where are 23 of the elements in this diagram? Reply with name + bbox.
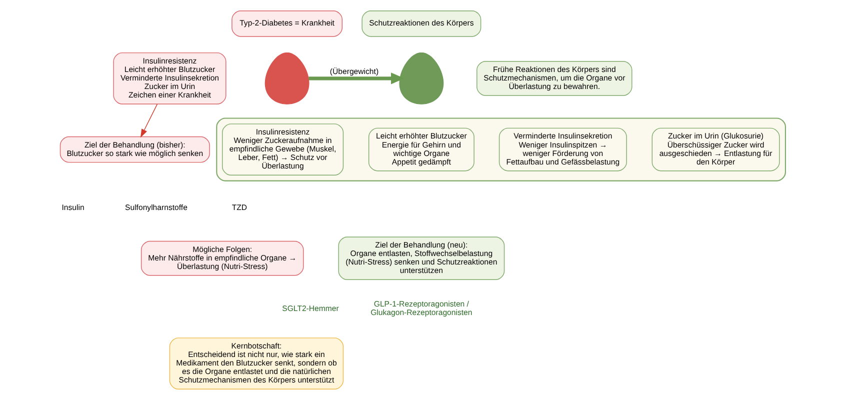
node-person [264,52,310,104]
node-box: Leicht erhöhter Blutzucker Energie für Gehirn und wichtige Organe Appetit gedämpft [368,128,474,172]
arrow [308,72,404,84]
node-box: Ziel der Behandlung (bisher): Blutzucker so stark wie möglich senken [60,136,210,163]
arrow [140,104,158,138]
label: TZD [232,202,248,212]
label: SGLT2-Hemmer [282,304,339,313]
node-box: Ziel der Behandlung (neu): Organe entlasten, Stoffwechselbelastung (Nutri-Stress) senken und Schutzreaktionen unterstützen [338,236,505,280]
node-box: Kernbotschaft: Entscheidend ist nicht nur, wie stark ein Medikament den Blutzucker senkt, sondern ob es die Organe entlastet und die natürlichen Schutzmechanismen des Körpers unterstützt [169,338,344,390]
node-box: Frühe Reaktionen des Körpers sind Schutzmechanismen, um die Organe vor Überlastung zu bewahren. [476,61,632,96]
label: Sulfonylharnstoffe [125,202,188,212]
node-box: Verminderte Insulinsekretion Weniger Insulinspitzen → weniger Förderung von Fettaufbau und Gefässbelastung [498,128,627,172]
cluster [216,118,786,182]
node-box: Insulinresistenz Leicht erhöhter Blutzucker Verminderte Insulinsekretion Zucker im Urin Zeichen einer Krankheit [113,52,226,104]
node-box: Typ-2-Diabetes = Krankheit [232,10,342,37]
label: Insulin [62,202,84,212]
node-box: Zucker im Urin (Glukosurie) Überschüssiger Zucker wird ausgeschieden → Entlastung für den Körper [652,128,780,172]
node-box: Schutzreaktionen des Körpers [362,10,482,37]
node-box: Mögliche Folgen: Mehr Nährstoffe in empfindliche Organe → Überlastung (Nutri-Stress) [140,240,304,276]
edge-label: (Übergewicht) [330,67,379,76]
node-person [399,52,444,104]
node-box: Insulinresistenz Weniger Zuckeraufnahme in empfindliche Gewebe (Muskel, Leber, Fett) → Schutz vor Überlastung [222,124,344,176]
label: GLP-1-Rezeptoragonisten / Glukagon-Rezeptoragonisten [370,300,472,318]
